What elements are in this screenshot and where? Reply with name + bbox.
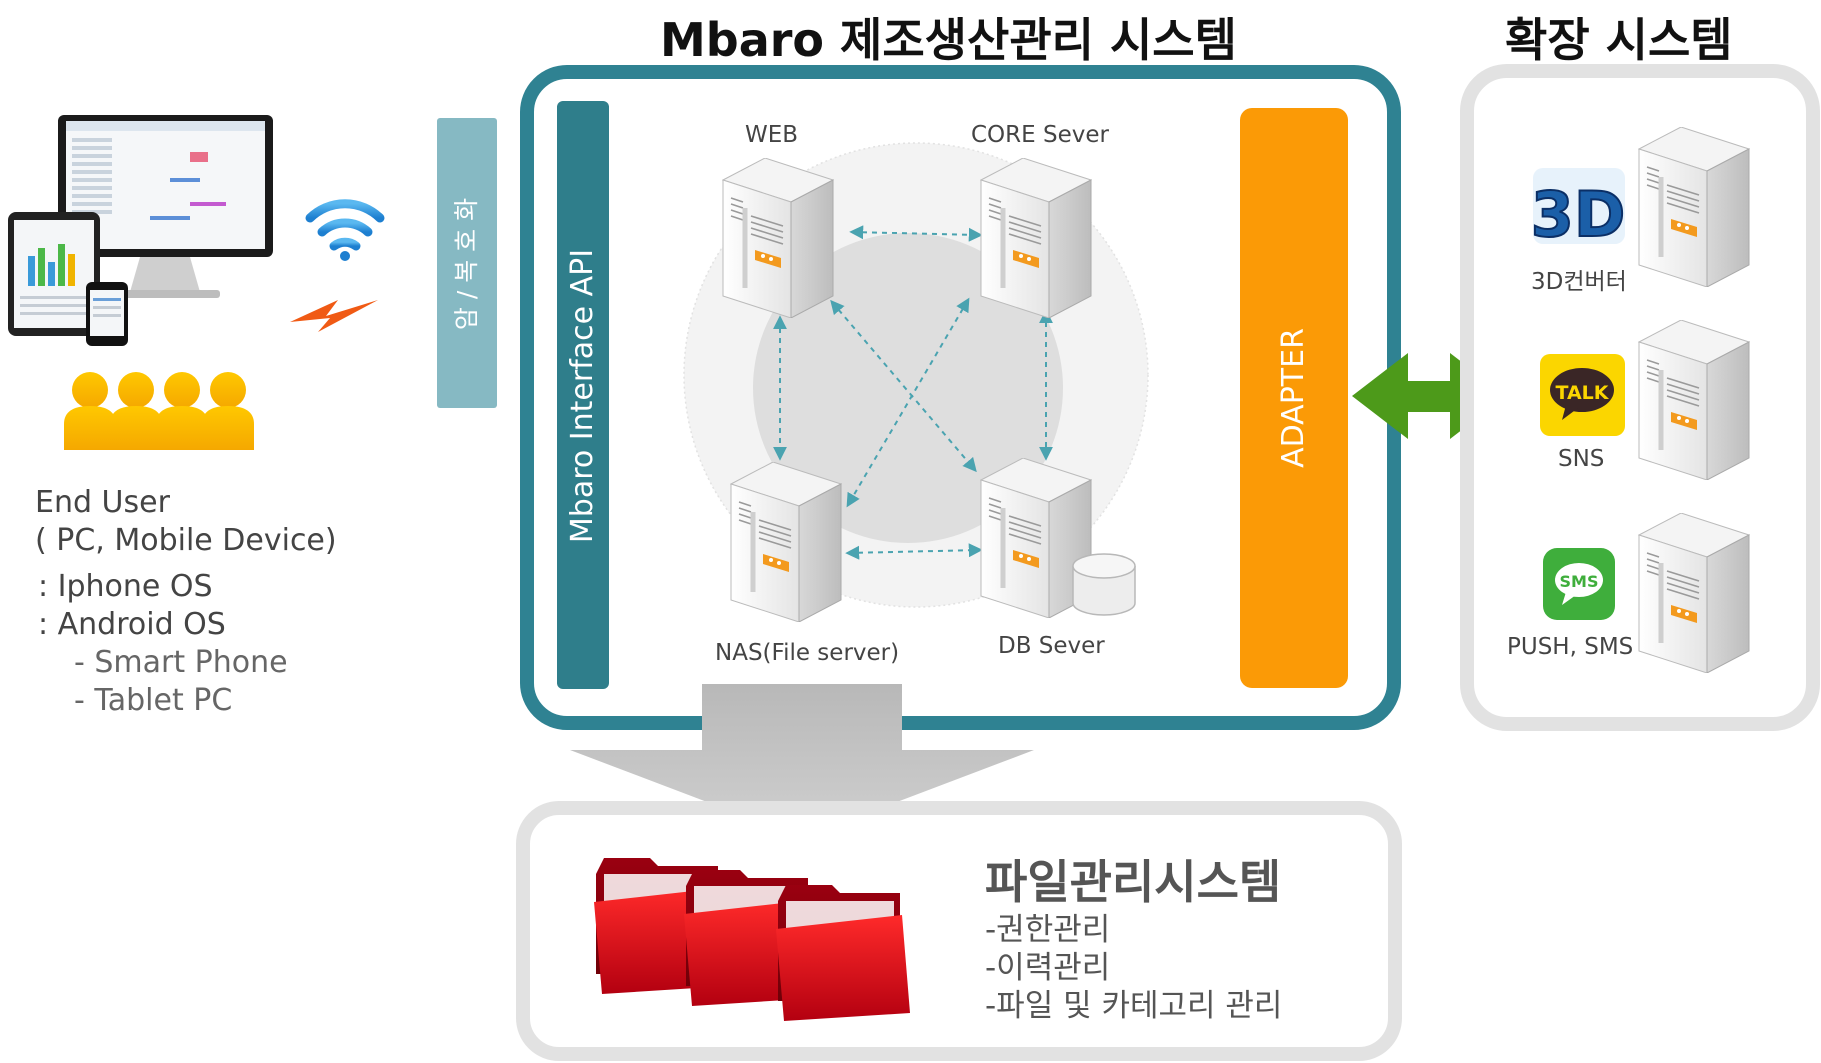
ext-server-icon-2	[1639, 320, 1749, 480]
ext-server-icon-1	[1639, 127, 1749, 287]
core-server-icon	[981, 158, 1091, 318]
users-icon	[64, 372, 254, 450]
db-server-label: DB Sever	[998, 633, 1105, 659]
ext-label-3d: 3D컨버터	[1531, 269, 1627, 295]
nas-server-icon	[731, 462, 841, 622]
nas-server-label: NAS(File server)	[715, 640, 900, 666]
folder-icons	[594, 858, 910, 1021]
web-server-icon	[723, 158, 833, 318]
ext-label-push-sms: PUSH, SMS	[1507, 634, 1634, 660]
interface-api-label: Mbaro Interface API	[565, 248, 600, 544]
file-system-item: -권한관리	[985, 912, 1111, 948]
encryption-bar	[437, 118, 497, 408]
talk-icon-text: TALK	[1555, 382, 1609, 404]
svg-text:3D: 3D	[1531, 178, 1626, 251]
lightning-icon	[290, 300, 378, 332]
device-item: - Tablet PC	[74, 683, 233, 718]
talk-icon: TALK	[1540, 354, 1625, 436]
file-system-item: -이력관리	[985, 950, 1111, 986]
os-item: : Iphone OS	[38, 569, 213, 604]
interface-api-bar	[557, 101, 609, 689]
3d-icon: 3D	[1530, 168, 1626, 252]
database-icon	[1072, 553, 1136, 616]
encryption-label: 암 / 복 호 화	[452, 197, 481, 331]
main-system-title: Mbaro 제조생산관리 시스템	[660, 13, 1237, 67]
adapter-label: ADAPTER	[1276, 328, 1311, 468]
ext-label-sns: SNS	[1558, 446, 1605, 472]
device-item: - Smart Phone	[74, 645, 288, 680]
end-user-title: End User	[35, 485, 170, 520]
adapter-bar	[1240, 108, 1348, 688]
web-server-label: WEB	[745, 122, 799, 148]
devices-illustration	[8, 115, 273, 346]
svg-text:SMS: SMS	[1560, 572, 1599, 591]
os-item: : Android OS	[38, 607, 226, 642]
wifi-icon	[305, 199, 385, 261]
down-arrow	[570, 684, 1034, 838]
core-server-label: CORE Sever	[971, 122, 1109, 148]
sms-icon: SMS	[1543, 548, 1615, 620]
end-user-os-list: : Iphone OS : Android OS - Smart Phone -…	[38, 568, 288, 720]
file-system-item: -파일 및 카테고리 관리	[985, 988, 1283, 1024]
extension-system-title: 확장 시스템	[1505, 13, 1733, 67]
server-connections	[773, 225, 1053, 560]
end-user-subtitle: ( PC, Mobile Device)	[35, 523, 337, 558]
ext-server-icon-3	[1639, 513, 1749, 673]
file-system-title: 파일관리시스템	[985, 855, 1282, 909]
end-user-heading: End User ( PC, Mobile Device)	[35, 484, 337, 560]
